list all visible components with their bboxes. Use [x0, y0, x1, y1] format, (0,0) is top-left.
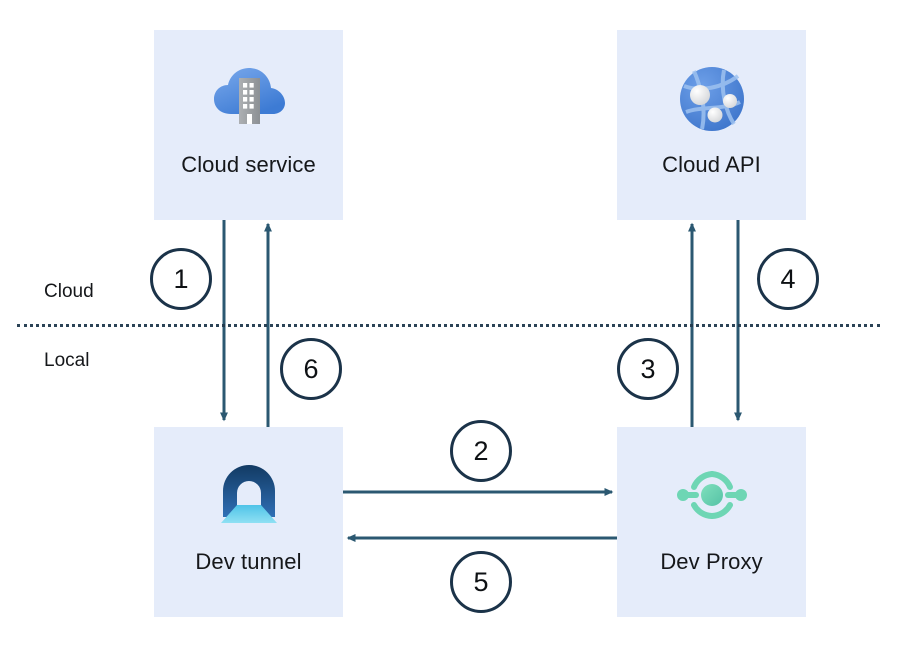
node-label-cloud-api: Cloud API: [662, 152, 761, 177]
globe-network-icon: [679, 67, 744, 131]
node-label-cloud-service: Cloud service: [181, 152, 316, 177]
step-badge-6: 6: [280, 338, 342, 400]
step-badge-1: 1: [150, 248, 212, 310]
dev-proxy-node-icon: [676, 471, 747, 519]
zone-label-local: Local: [44, 350, 90, 371]
cloud-local-divider: [17, 324, 880, 327]
node-cloud-api: Cloud API: [617, 30, 806, 220]
node-label-dev-proxy: Dev Proxy: [660, 549, 763, 574]
step-badge-2: 2: [450, 420, 512, 482]
node-cloud-service: Cloud service: [154, 30, 343, 220]
node-label-dev-tunnel: Dev tunnel: [195, 549, 302, 574]
zone-label-cloud: Cloud: [44, 281, 94, 302]
step-badge-5: 5: [450, 551, 512, 613]
step-badge-4: 4: [757, 248, 819, 310]
cloud-building-icon: [213, 68, 285, 124]
tunnel-icon: [220, 465, 277, 523]
node-dev-proxy: Dev Proxy: [617, 427, 806, 617]
node-dev-tunnel: Dev tunnel: [154, 427, 343, 617]
step-badge-3: 3: [617, 338, 679, 400]
